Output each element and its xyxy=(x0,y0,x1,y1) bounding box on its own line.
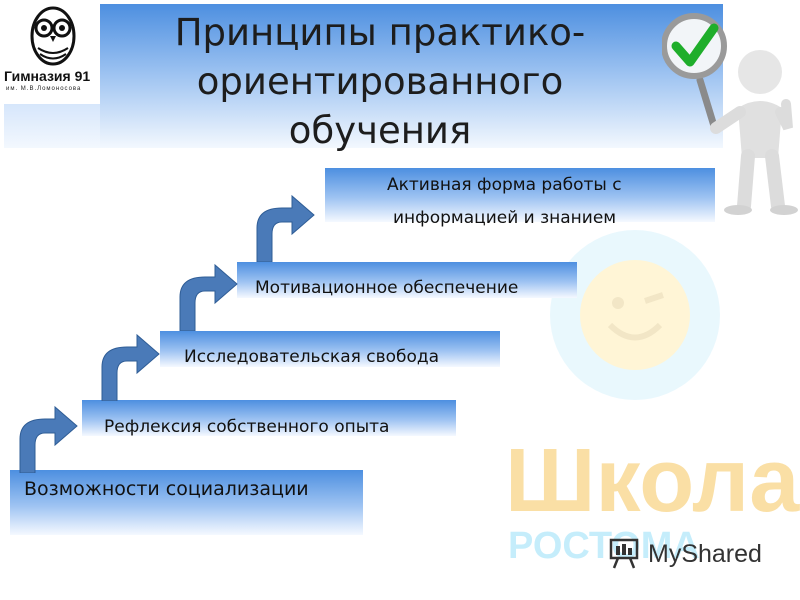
myshared-text: MyShared xyxy=(648,540,762,568)
step-3-label: Исследовательская свобода xyxy=(184,347,440,367)
presentation-board-icon xyxy=(609,538,639,569)
step-5-label-line-1: Активная форма работы с xyxy=(387,175,622,195)
logo-name: Гимназия 91 xyxy=(4,68,91,84)
curved-up-arrow-icon xyxy=(179,263,238,331)
curved-up-arrow-icon xyxy=(256,194,315,262)
owl-logo-icon xyxy=(30,6,76,66)
step-5: Активная форма работы с информацией и зн… xyxy=(325,168,715,228)
watermark-word: Школа xyxy=(505,431,800,531)
title-bar-extension xyxy=(4,104,100,148)
step-3: Исследовательская свобода xyxy=(160,331,500,367)
page-title: Принципы практико- ориентированного обуч… xyxy=(130,8,630,155)
title-bar xyxy=(4,4,723,148)
school-logo: Гимназия 91 им. М.В.Ломоносова xyxy=(4,2,100,100)
step-5-label-line-2: информацией и знанием xyxy=(393,208,617,228)
step-2: Рефлексия собственного опыта xyxy=(82,400,456,437)
step-4: Мотивационное обеспечение xyxy=(237,262,577,298)
curved-up-arrow-icon xyxy=(101,333,160,401)
curved-up-arrow-icon xyxy=(19,405,78,473)
logo-subtitle: им. М.В.Ломоносова xyxy=(6,86,82,92)
title-line-1: Принципы практико- xyxy=(174,11,586,54)
sun-face-icon xyxy=(550,230,720,400)
step-4-label: Мотивационное обеспечение xyxy=(255,278,519,298)
title-line-3: обучения xyxy=(288,109,472,152)
step-2-label: Рефлексия собственного опыта xyxy=(104,417,390,437)
step-1-label: Возможности социализации xyxy=(24,478,309,500)
magnifier-checkmark-icon xyxy=(662,13,798,215)
step-1: Возможности социализации xyxy=(10,470,363,535)
title-line-2: ориентированного xyxy=(196,60,564,103)
watermark-word-2: РОСТОМА xyxy=(508,525,700,567)
myshared-brand: MyShared xyxy=(608,536,788,572)
